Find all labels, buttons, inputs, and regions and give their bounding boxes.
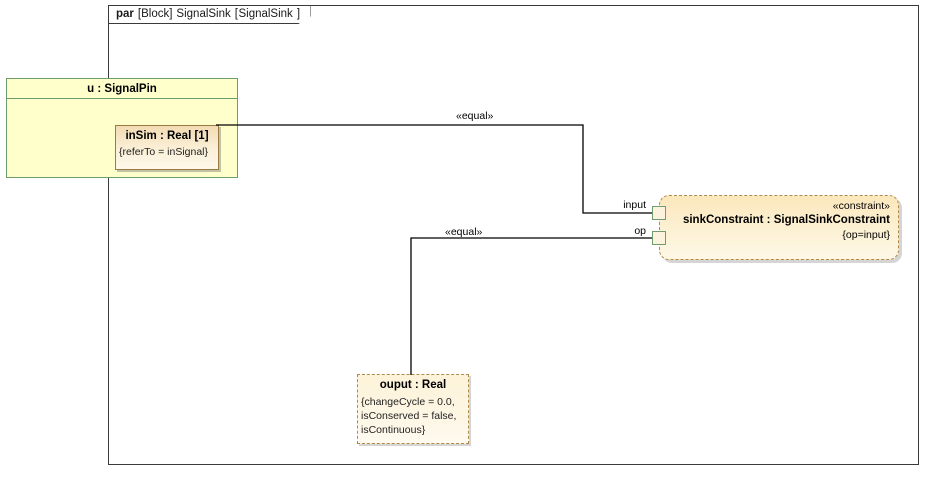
- value-block-title: ouput : Real: [379, 379, 447, 391]
- constraint-block-name: sinkConstraint : SignalSinkConstraint: [682, 214, 890, 226]
- constraint-block-sinkconstraint[interactable]: «constraint» sinkConstraint : SignalSink…: [659, 195, 899, 260]
- value-block-properties: {changeCycle = 0.0, isConserved = false,…: [358, 391, 468, 437]
- connector-label-equal-input: «equal»: [456, 110, 494, 122]
- value-property-insim-constraint: {referTo = inSignal}: [119, 146, 209, 158]
- port-input-label: input: [623, 199, 646, 211]
- constraint-stereotype: «constraint»: [832, 200, 890, 212]
- part-block-body: inSim : Real [1] {referTo = inSignal}: [7, 99, 237, 178]
- port-input[interactable]: [652, 206, 666, 220]
- port-op-label: op: [634, 225, 646, 237]
- connector-label-equal-ouput: «equal»: [445, 226, 483, 238]
- value-property-insim-title: inSim : Real [1]: [125, 130, 209, 142]
- part-block-title: u : SignalPin: [7, 79, 237, 99]
- diagram-frame-header: par [Block] SignalSink [ SignalSink ]: [108, 5, 311, 24]
- frame-meta-label: [Block]: [137, 8, 173, 20]
- diagram-frame: [108, 5, 919, 465]
- value-block-property-line: {changeCycle = 0.0,: [361, 396, 455, 408]
- frame-bracket-close: ]: [296, 8, 301, 20]
- frame-diagram-name: SignalSink: [238, 8, 293, 20]
- frame-block-name: SignalSink: [176, 8, 231, 20]
- value-block-property-line: isContinuous}: [361, 424, 426, 436]
- port-op[interactable]: [652, 231, 666, 245]
- constraint-expression: {op=input}: [842, 229, 890, 241]
- frame-kind-label: par: [116, 8, 134, 20]
- value-property-insim[interactable]: inSim : Real [1] {referTo = inSignal}: [115, 125, 219, 170]
- part-block-signalpin[interactable]: u : SignalPin inSim : Real [1] {referTo …: [6, 78, 238, 178]
- frame-bracket-open: [: [234, 8, 239, 20]
- value-block-property-line: isConserved = false,: [361, 410, 457, 422]
- value-block-ouput[interactable]: ouput : Real {changeCycle = 0.0, isConse…: [357, 374, 469, 444]
- diagram-frame-top-edge: [305, 5, 919, 6]
